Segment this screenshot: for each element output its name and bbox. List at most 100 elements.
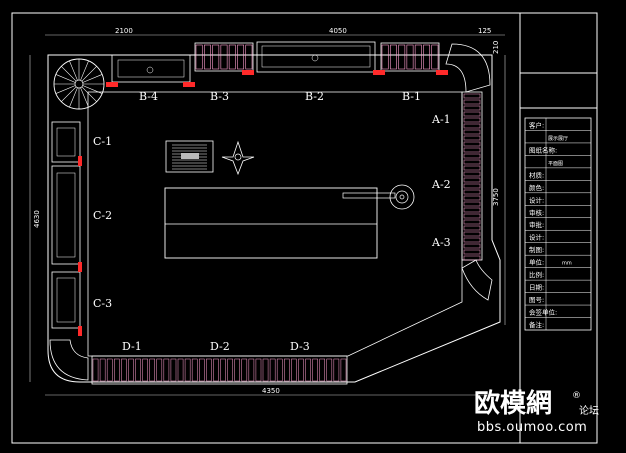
shelf-d-slot (191, 358, 198, 382)
shelf-d-slot (284, 358, 290, 382)
stand-top (181, 153, 199, 159)
shelf-d-slot (241, 358, 248, 382)
stair-step (81, 66, 97, 82)
shelf-d-slot (319, 358, 325, 382)
shelf-column-slot (463, 243, 481, 249)
title-block-label: 材质: (529, 170, 544, 179)
zone-label-a3: A-3 (431, 236, 451, 249)
cabinet-b4-inner (117, 59, 185, 78)
shelf-b3-slot (203, 44, 211, 70)
red-post-c1 (78, 156, 82, 166)
shelf-d-slot (305, 358, 311, 382)
north-arrow (221, 140, 255, 176)
shelf-d-slot (234, 358, 241, 382)
shelf-column-slot (463, 99, 481, 105)
cabinet-b4-knob (146, 66, 154, 74)
shelf-d-slot (255, 358, 262, 382)
display-stand-small (165, 140, 214, 173)
cabinet-b2-inner (261, 45, 371, 68)
shelf-d-slot (248, 358, 255, 382)
shelf-column-slot (463, 219, 481, 225)
shelf-b1-slot (414, 44, 422, 70)
zone-label-b1: B-1 (402, 90, 421, 103)
shelf-column-slot (463, 123, 481, 129)
red-post-1 (106, 82, 118, 87)
left-wall-units (49, 121, 89, 381)
cabinet-c3 (51, 271, 81, 329)
stair-step (81, 86, 97, 102)
top-wall-cabinets (106, 41, 448, 87)
shelf-d-slot (170, 358, 177, 382)
spiral-stair-steps (54, 59, 104, 109)
stair-step (69, 87, 78, 108)
spiral-stair (53, 58, 105, 110)
shelf-unit-b3 (194, 42, 254, 72)
central-fixtures (164, 140, 415, 259)
title-block-label: 制图: (529, 245, 544, 254)
shelf-column-slot (463, 237, 481, 243)
shelf-d-slot (184, 358, 191, 382)
shelf-b3-slot (220, 44, 228, 70)
corner-curve-bottom (461, 259, 493, 301)
red-post-c3 (78, 326, 82, 336)
title-block-label: 日期: (529, 284, 544, 292)
title-block-label: 会签单位: (529, 308, 557, 317)
shelf-b1-frame (380, 42, 440, 72)
watermark: 欧模網 ® 论坛 bbs.oumoo.com (474, 388, 599, 435)
shelf-d-slot (163, 358, 170, 382)
shelf-column-slot (463, 141, 481, 147)
shelf-d-slot (269, 358, 276, 382)
shelf-d-slot (156, 358, 163, 382)
zone-label-a2: A-2 (431, 178, 451, 191)
title-block-box (524, 117, 592, 331)
title-block-label: 备注: (529, 320, 544, 329)
watermark-forum: 论坛 (579, 404, 599, 417)
zone-label-a1: A-1 (431, 113, 451, 126)
shelf-d-slot (99, 358, 106, 382)
corner-curve-top (445, 43, 491, 93)
shelf-column-slot (463, 189, 481, 195)
rotary-fixture-core (399, 194, 405, 200)
shelf-b3-frame (194, 42, 254, 72)
zone-label-d2: D-2 (210, 340, 230, 353)
shelf-b3-slot (228, 44, 236, 70)
dim-text-top-right: 125 (478, 27, 491, 35)
shelf-column-slot (463, 159, 481, 165)
display-stand-lines (172, 144, 207, 170)
stair-step (80, 87, 89, 108)
title-block: 客户:展示展厅图纸名称:平面图材质:颜色:设计:审核:审批:设计:制图:单位:m… (524, 117, 592, 331)
zone-label-b3: B-3 (210, 90, 229, 103)
zone-label-b4: B-4 (139, 90, 158, 103)
shelf-column-slot (463, 171, 481, 177)
display-counter (164, 187, 378, 259)
title-block-label: 图纸名称: (529, 145, 557, 154)
title-block-label: 单位: (529, 258, 544, 267)
shelf-column-slot (463, 183, 481, 189)
shelf-column-slot (463, 111, 481, 117)
cabinet-b2-knob (311, 54, 319, 62)
dim-text-right-top: 210 (492, 41, 500, 54)
title-block-label: 审批: (529, 220, 544, 229)
watermark-reg: ® (572, 391, 581, 401)
north-arrow-center (234, 153, 242, 161)
shelf-b1-slot (381, 44, 389, 70)
shelf-d-slot (227, 358, 233, 382)
title-block-value: mm (562, 261, 572, 267)
shelf-column-slot (463, 153, 481, 159)
cabinet-b4 (111, 54, 191, 83)
red-post-5 (436, 70, 448, 75)
red-post-4 (373, 70, 385, 75)
floor-plan (47, 54, 501, 383)
shelf-b1-slot (406, 44, 414, 70)
right-wall-shelves (445, 43, 493, 301)
shelf-d-slot (333, 358, 340, 382)
title-block-label: 设计: (529, 195, 544, 204)
shelf-unit-b1 (380, 42, 440, 72)
shelf-d-slot (326, 358, 333, 382)
title-block-value: 平面图 (548, 161, 563, 167)
shelf-d-slot (177, 358, 184, 382)
shelf-column-slot (463, 105, 481, 111)
shelf-column-slot (463, 177, 481, 183)
shelf-d-slot (298, 358, 304, 382)
